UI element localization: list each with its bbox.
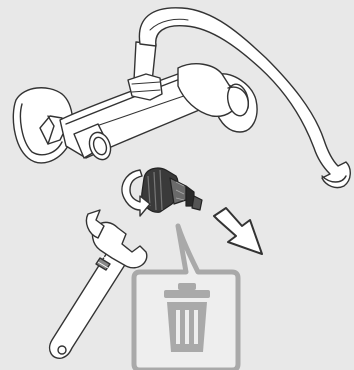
valve-cartridge [142, 168, 202, 212]
wall-mixer-faucet [13, 8, 350, 188]
disposal-callout [134, 226, 238, 370]
trash-bin-icon [164, 283, 210, 352]
remove-arrow-icon [214, 208, 262, 254]
spout-riser [128, 42, 162, 100]
